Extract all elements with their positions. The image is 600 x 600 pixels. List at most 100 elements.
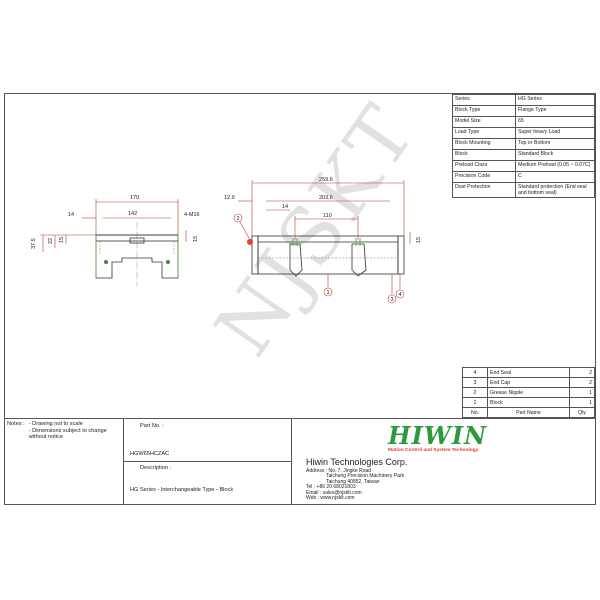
- logo-tagline: Motion Control and System Technology: [388, 448, 479, 453]
- parts-cell-no: 4: [462, 367, 488, 378]
- parts-cell-qty: 1: [569, 387, 595, 398]
- front-view: 170 142 14 4-M16 37.5 22 15 15: [31, 195, 200, 286]
- parts-cell-qty: 1: [569, 397, 595, 408]
- divider: [124, 461, 291, 462]
- spec-key: Block: [452, 149, 516, 161]
- parts-cell-name: Grease Nipple: [487, 387, 570, 398]
- dim-overall-length: 259.6: [319, 177, 333, 183]
- balloon-1-label: 1: [327, 290, 330, 296]
- balloon-4-label: 4: [399, 292, 402, 298]
- dim-thread: 4-M16: [184, 212, 200, 218]
- part-no-value: HGW65HCZAC: [130, 451, 170, 457]
- spec-key: Block Type: [452, 105, 516, 117]
- parts-cell-name: End Cap: [487, 377, 570, 388]
- balloon-2: [233, 213, 243, 223]
- hiwin-logo: HIWIN Motion Control and System Technolo…: [388, 421, 487, 453]
- balloon-3: [387, 294, 397, 304]
- dim-height-c: 15: [59, 237, 65, 243]
- balloon-3-label: 3: [391, 297, 394, 303]
- address-line: Taichung 40852, Taiwan: [326, 478, 380, 485]
- parts-cell-no: 1: [462, 397, 488, 408]
- dim-hole-pitch: 110: [323, 213, 332, 219]
- dim-edge: 14: [68, 212, 74, 218]
- grease-nipple-icon: [247, 239, 253, 245]
- spec-key: Precision Code: [452, 171, 516, 183]
- spec-value: Super heavy Load: [515, 127, 595, 139]
- spec-key: Series: [452, 94, 516, 106]
- description-label: Description :: [140, 465, 172, 471]
- company-name: Hiwin Technologies Corp.: [306, 457, 408, 467]
- company-block: HIWIN Motion Control and System Technolo…: [292, 418, 596, 504]
- parts-header-qty: Qty: [569, 407, 595, 418]
- parts-cell-qty: 2: [569, 377, 595, 388]
- company-tel: Tel : +86 20 68021803: [306, 484, 356, 491]
- dim-thread-depth: 15: [416, 237, 422, 243]
- logo-wordmark: HIWIN: [388, 421, 488, 450]
- part-no-label: Part No. :: [140, 423, 164, 429]
- spec-value: C: [515, 171, 595, 183]
- bolt-boss: [289, 243, 303, 277]
- description-value: HG Series - Interchangeable Type - Block: [130, 487, 234, 493]
- parts-cell-name: End Seal: [487, 367, 570, 378]
- company-email: Email : sales@njsklt.com: [306, 489, 362, 496]
- dim-height-a: 37.5: [31, 238, 37, 249]
- balloon-1: [323, 287, 333, 297]
- leader-line: [239, 221, 251, 241]
- address-line: Address : No. 7, Jingke Road: [306, 468, 372, 474]
- spec-value: Medium Preload (0.05 ~ 0.07C): [515, 160, 595, 172]
- company-address: Address : No. 7, Jingke Road Taichung Pr…: [306, 468, 405, 502]
- dim-body-length: 203.6: [319, 195, 333, 201]
- note-line: - Drawing not to scale: [28, 421, 83, 427]
- note-line: without notice: [28, 434, 63, 440]
- notes-block: Notes : - Drawing not to scale - Dimensi…: [4, 418, 124, 504]
- spec-key: Load Type: [452, 127, 516, 139]
- balloon-4: [395, 289, 405, 299]
- drawing-sheet-border: [4, 93, 596, 505]
- parts-cell-no: 3: [462, 377, 488, 388]
- spec-key: Dust Protection: [452, 182, 516, 198]
- bolt-boss: [351, 243, 367, 277]
- spec-value: Top or Bottom: [515, 138, 595, 150]
- parts-cell-qty: 2: [569, 367, 595, 378]
- dim-inner-width: 142: [128, 211, 137, 217]
- dim-height-d: 15: [193, 236, 199, 242]
- note-line: - Dimensions subject to change: [28, 427, 107, 434]
- company-web: Web : www.njsklt.com: [306, 495, 355, 502]
- dim-side-edge: 14: [282, 204, 288, 210]
- front-view-nipple-boss: [129, 237, 145, 244]
- dim-overall-width: 170: [130, 195, 139, 201]
- spec-value: Flange Type: [515, 105, 595, 117]
- part-info-block: Part No. : HGW65HCZAC Description : HG S…: [124, 418, 292, 504]
- notes-label: Notes :: [7, 421, 25, 427]
- address-line: Taichung Precision Machinery Park: [326, 473, 405, 480]
- spec-value: HG Series: [515, 94, 595, 106]
- screw-head-icon: [166, 260, 170, 264]
- spec-key: Model Size: [452, 116, 516, 128]
- spec-value: Standard Block: [515, 149, 595, 161]
- parts-cell-no: 2: [462, 387, 488, 398]
- parts-cell-name: Block: [487, 397, 570, 408]
- dim-nipple-offset: 12.9: [224, 195, 235, 201]
- screw-head-icon: [104, 260, 108, 264]
- spec-key: Preload Class: [452, 160, 516, 172]
- dim-height-b: 22: [48, 238, 54, 244]
- end-cap-left: [251, 235, 259, 275]
- balloon-2-label: 2: [237, 216, 240, 222]
